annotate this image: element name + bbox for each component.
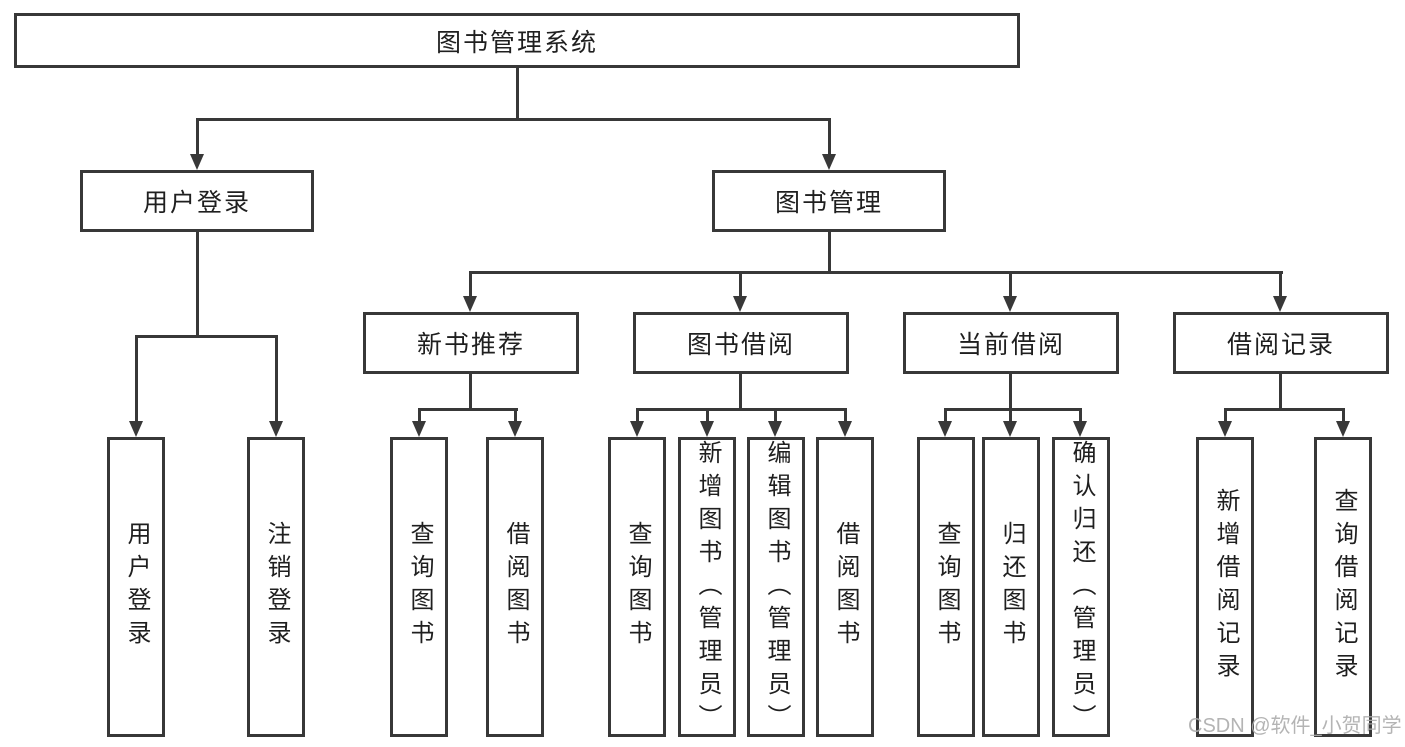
connector-line (418, 408, 518, 411)
leaf-logout-label: 注销登录 (263, 521, 290, 653)
node-current-borrow: 当前借阅 (903, 312, 1119, 374)
arrow-down-icon (1073, 421, 1087, 437)
connector-line (828, 232, 831, 274)
leaf-borrow-edit-books-admin-label: 编辑图书（管理员） (763, 440, 790, 737)
connector-line (739, 374, 742, 411)
leaf-borrow-borrow-books: 借阅图书 (816, 437, 874, 737)
arrow-down-icon (822, 154, 836, 170)
connector-line (1009, 271, 1012, 298)
leaf-current-query-books: 查询图书 (917, 437, 975, 737)
connector-line (196, 118, 199, 156)
leaf-records-query-record-label: 查询借阅记录 (1330, 488, 1357, 686)
connector-line (1079, 408, 1082, 421)
connector-line (275, 335, 278, 421)
leaf-recommend-query-books-label: 查询图书 (406, 521, 433, 653)
arrow-down-icon (768, 421, 782, 437)
connector-line (1224, 408, 1345, 411)
arrow-down-icon (733, 296, 747, 312)
leaf-borrow-add-books-admin-label: 新增图书（管理员） (694, 440, 721, 737)
leaf-records-query-record: 查询借阅记录 (1314, 437, 1372, 737)
node-user-login-label: 用户登录 (142, 189, 251, 217)
node-new-book-recommend: 新书推荐 (363, 312, 579, 374)
arrow-down-icon (129, 421, 143, 437)
connector-line (944, 408, 1082, 411)
connector-line (1224, 408, 1227, 421)
connector-line (1279, 271, 1282, 298)
leaf-borrow-query-books-label: 查询图书 (624, 521, 651, 653)
connector-line (196, 118, 831, 121)
arrow-down-icon (938, 421, 952, 437)
leaf-recommend-query-books: 查询图书 (390, 437, 448, 737)
arrow-down-icon (412, 421, 426, 437)
connector-line (1342, 408, 1345, 421)
arrow-down-icon (1003, 421, 1017, 437)
node-new-book-recommend-label: 新书推荐 (416, 331, 525, 359)
connector-line (514, 408, 517, 421)
connector-line (636, 408, 639, 421)
arrow-down-icon (1218, 421, 1232, 437)
node-borrow-records: 借阅记录 (1173, 312, 1389, 374)
node-current-borrow-label: 当前借阅 (956, 331, 1065, 359)
connector-line (706, 408, 709, 421)
connector-line (1009, 408, 1012, 421)
connector-line (469, 374, 472, 411)
arrow-down-icon (269, 421, 283, 437)
arrow-down-icon (1336, 421, 1350, 437)
connector-line (1279, 374, 1282, 411)
leaf-records-add-record: 新增借阅记录 (1196, 437, 1254, 737)
leaf-user-login-label: 用户登录 (123, 521, 150, 653)
connector-line (135, 335, 278, 338)
leaf-borrow-add-books-admin: 新增图书（管理员） (678, 437, 736, 737)
node-book-borrow-label: 图书借阅 (686, 331, 795, 359)
leaf-recommend-borrow-books: 借阅图书 (486, 437, 544, 737)
arrow-down-icon (508, 421, 522, 437)
leaf-borrow-query-books: 查询图书 (608, 437, 666, 737)
leaf-recommend-borrow-books-label: 借阅图书 (502, 521, 529, 653)
node-root: 图书管理系统 (14, 13, 1020, 68)
leaf-current-confirm-return-admin-label: 确认归还（管理员） (1068, 440, 1095, 737)
leaf-user-login: 用户登录 (107, 437, 165, 737)
connector-line (516, 68, 519, 121)
node-user-login: 用户登录 (80, 170, 314, 232)
leaf-borrow-edit-books-admin: 编辑图书（管理员） (747, 437, 805, 737)
connector-line (469, 271, 472, 298)
connector-line (844, 408, 847, 421)
arrow-down-icon (838, 421, 852, 437)
node-root-label: 图书管理系统 (435, 28, 598, 57)
leaf-borrow-borrow-books-label: 借阅图书 (832, 521, 859, 653)
connector-line (828, 118, 831, 156)
node-book-management-label: 图书管理 (774, 189, 883, 217)
connector-line (135, 335, 138, 421)
arrow-down-icon (1273, 296, 1287, 312)
leaf-logout: 注销登录 (247, 437, 305, 737)
connector-line (739, 271, 742, 298)
csdn-watermark: CSDN @软件_小贺同学 (1188, 715, 1402, 737)
arrow-down-icon (630, 421, 644, 437)
leaf-current-query-books-label: 查询图书 (933, 521, 960, 653)
leaf-current-confirm-return-admin: 确认归还（管理员） (1052, 437, 1110, 737)
leaf-current-return-books: 归还图书 (982, 437, 1040, 737)
connector-line (636, 408, 847, 411)
connector-line (774, 408, 777, 421)
connector-line (196, 232, 199, 338)
arrow-down-icon (190, 154, 204, 170)
node-borrow-records-label: 借阅记录 (1226, 331, 1335, 359)
node-book-management: 图书管理 (712, 170, 946, 232)
arrow-down-icon (463, 296, 477, 312)
connector-line (944, 408, 947, 421)
connector-line (418, 408, 421, 421)
arrow-down-icon (700, 421, 714, 437)
arrow-down-icon (1003, 296, 1017, 312)
node-book-borrow: 图书借阅 (633, 312, 849, 374)
leaf-records-add-record-label: 新增借阅记录 (1212, 488, 1239, 686)
connector-line (469, 271, 1283, 274)
leaf-current-return-books-label: 归还图书 (998, 521, 1025, 653)
connector-line (1009, 374, 1012, 411)
